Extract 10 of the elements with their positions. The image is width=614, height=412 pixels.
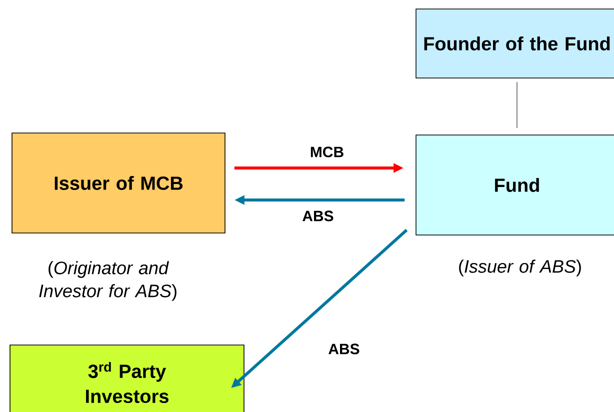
connector-line [516, 82, 518, 128]
role-note: (Originator and Investor for ABS) [39, 261, 176, 301]
entity-box: Issuer of MCB [12, 132, 226, 234]
entity-box: Fund [416, 134, 614, 236]
role-note: (Issuer of ABS) [459, 260, 581, 276]
edge-label: ABS [327, 342, 361, 356]
edge-label: MCB [308, 146, 346, 158]
entity-box: 3$^{rd}$ Party Investors [10, 344, 244, 412]
entity-box: Founder of the Fund [416, 8, 614, 78]
edge-label: ABS [301, 210, 335, 222]
